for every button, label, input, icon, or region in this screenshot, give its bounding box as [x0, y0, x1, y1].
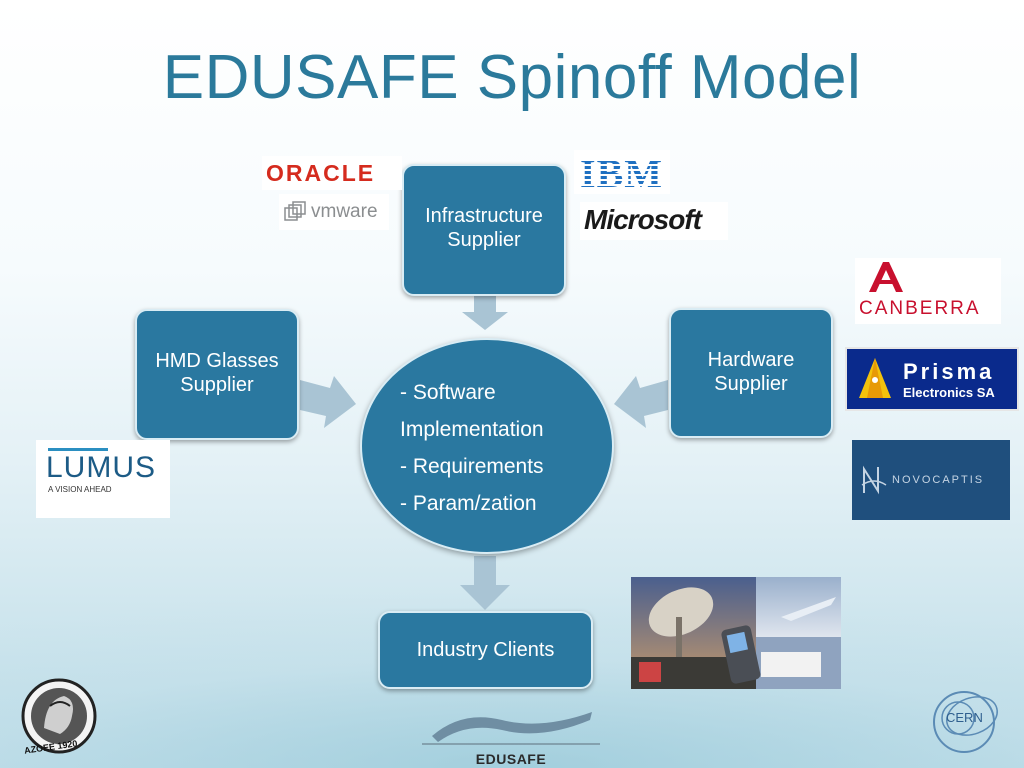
edusafe-logo: EDUSAFE — [422, 706, 600, 768]
core-line-implementation: Implementation — [400, 418, 544, 441]
vmware-icon — [284, 201, 306, 221]
arrow-core-to-clients — [460, 556, 510, 610]
arrow-hmd-to-core — [300, 376, 356, 428]
prisma-logo: Prisma Electronics SA — [845, 347, 1019, 411]
lumus-logo: LUMUS A VISION AHEAD — [36, 440, 170, 518]
seal-emblem-icon — [21, 678, 97, 754]
industry-photos-image — [631, 577, 841, 689]
infrastructure-supplier-label: Infrastructure Supplier — [425, 205, 543, 251]
novocaptis-icon — [861, 465, 887, 495]
core-activities-circle: - Software Implementation - Requirements… — [360, 338, 614, 554]
oracle-logo: ORACLE — [262, 156, 402, 190]
vmware-logo: vmware — [279, 194, 389, 230]
cern-logo: CERN — [924, 684, 1006, 762]
industry-clients-box: Industry Clients — [378, 611, 593, 689]
hmd-glasses-supplier-label: HMD Glasses Supplier — [155, 350, 279, 396]
industry-photo-collage — [631, 577, 841, 689]
core-line-software: - Software — [400, 381, 496, 404]
azoee-seal-logo: AZOEE 1920 — [20, 676, 98, 762]
canberra-logo: CANBERRA — [855, 258, 1001, 324]
edusafe-wave-icon — [422, 712, 600, 745]
cern-emblem-icon — [933, 691, 998, 753]
infrastructure-supplier-box: Infrastructure Supplier — [402, 164, 566, 296]
canberra-a-icon — [869, 262, 903, 292]
novocaptis-logo: NOVOCAPTIS — [852, 440, 1010, 520]
core-line-parametrization: - Param/zation — [400, 492, 537, 515]
arrow-infrastructure-to-core — [462, 296, 508, 330]
prisma-emblem-icon — [859, 358, 891, 398]
hmd-glasses-supplier-box: HMD Glasses Supplier — [135, 309, 299, 440]
industry-clients-label: Industry Clients — [416, 639, 555, 661]
core-line-requirements: - Requirements — [400, 455, 544, 478]
hardware-supplier-box: Hardware Supplier — [669, 308, 833, 438]
ibm-logo: IBM — [574, 150, 670, 196]
hardware-supplier-label: Hardware Supplier — [707, 349, 795, 395]
arrow-hardware-to-core — [614, 376, 668, 428]
microsoft-logo: Microsoft — [580, 202, 728, 240]
slide-title: EDUSAFE Spinoff Model — [162, 43, 862, 112]
